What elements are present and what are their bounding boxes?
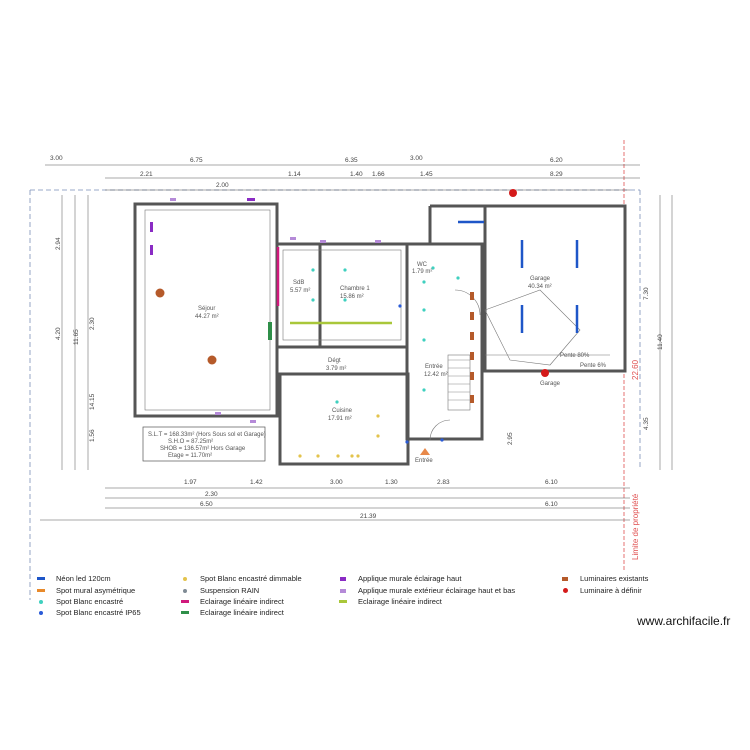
dim-bottom-0: 1.97 — [184, 479, 197, 486]
room-name-sdb: SdB — [293, 280, 304, 286]
dim-top-11: 8.29 — [550, 171, 563, 178]
dim-top-2: 6.35 — [345, 157, 358, 164]
surface-line-2: S.H.O = 87.25m² — [168, 439, 213, 445]
slope-label-b: Pente 6% — [580, 363, 607, 369]
entry-label: Entrée — [415, 458, 433, 464]
room-area-wc: 1.79 m² — [412, 269, 432, 275]
room-area-garage: 40.34 m² — [528, 284, 552, 290]
dim-top-4: 6.20 — [550, 157, 563, 164]
dim-top-9: 1.66 — [372, 171, 385, 178]
room-area-cuisine: 17.91 m² — [328, 416, 352, 422]
room-area-entree: 12.42 m² — [424, 372, 448, 378]
dim-bottom-5: 2.83 — [437, 479, 450, 486]
room-area-chambre: 15.86 m² — [340, 294, 364, 300]
level-label: 22.60 — [631, 359, 640, 380]
dim-bottom-9: 6.10 — [545, 501, 558, 508]
room-name-chambre: Chambre 1 — [340, 286, 370, 292]
dim-bottom-2: 1.42 — [250, 479, 263, 486]
surface-line-4: Etage = 11.70m² — [168, 453, 212, 459]
dim-left-5: 1.56 — [89, 429, 96, 442]
dim-top-3: 3.00 — [410, 155, 423, 162]
room-area-sdb: 5.57 m² — [290, 288, 310, 294]
dim-top-6: 2.00 — [216, 182, 229, 189]
room-name-entree: Entrée — [425, 364, 443, 370]
surface-line-1: S.L.T = 168.33m² (Hors Sous sol et Garag… — [148, 432, 266, 438]
dim-bottom-7: 6.50 — [200, 501, 213, 508]
dim-right-3: 2.95 — [507, 432, 514, 445]
dim-right-0: 7.30 — [643, 287, 650, 300]
room-name-degt: Dégt — [328, 358, 341, 364]
dim-top-5: 2.21 — [140, 171, 153, 178]
room-name-garage: Garage — [530, 276, 551, 282]
dim-top-8: 1.40 — [350, 171, 363, 178]
watermark: www.archifacile.fr — [637, 614, 731, 628]
dim-left-3: 2.30 — [89, 317, 96, 330]
dim-right-1: 11.40 — [657, 334, 664, 350]
dim-top-7: 1.14 — [288, 171, 301, 178]
dim-left-2: 4.20 — [55, 327, 62, 340]
dim-bottom-3: 3.00 — [330, 479, 343, 486]
dim-top-0: 3.00 — [50, 155, 63, 162]
dim-right-2: 4.35 — [643, 417, 650, 430]
room-name-sejour: Séjour — [198, 306, 215, 312]
room-area-degt: 3.79 m² — [326, 366, 346, 372]
dim-bottom-6: 6.10 — [545, 479, 558, 486]
room-name-cuisine: Cuisine — [332, 408, 353, 414]
dim-left-1: 11.65 — [73, 329, 80, 345]
dim-top-10: 1.45 — [420, 171, 433, 178]
garage-label: Garage — [540, 381, 561, 387]
dim-left-4: 14.15 — [89, 393, 96, 410]
dim-bottom-1: 2.30 — [205, 491, 218, 498]
room-name-wc: WC — [417, 262, 428, 268]
dim-left-0: 2.94 — [55, 237, 62, 250]
property-limit-label: Limite de propriété — [631, 493, 640, 560]
surface-line-3: SHOB = 136.57m² Hors Garage — [160, 446, 246, 452]
dim-bottom-4: 1.30 — [385, 479, 398, 486]
slope-label-a: Pente 80% — [560, 353, 590, 359]
dim-bottom-8: 21.39 — [360, 513, 377, 520]
room-area-sejour: 44.27 m² — [195, 314, 219, 320]
dim-top-1: 6.75 — [190, 157, 203, 164]
